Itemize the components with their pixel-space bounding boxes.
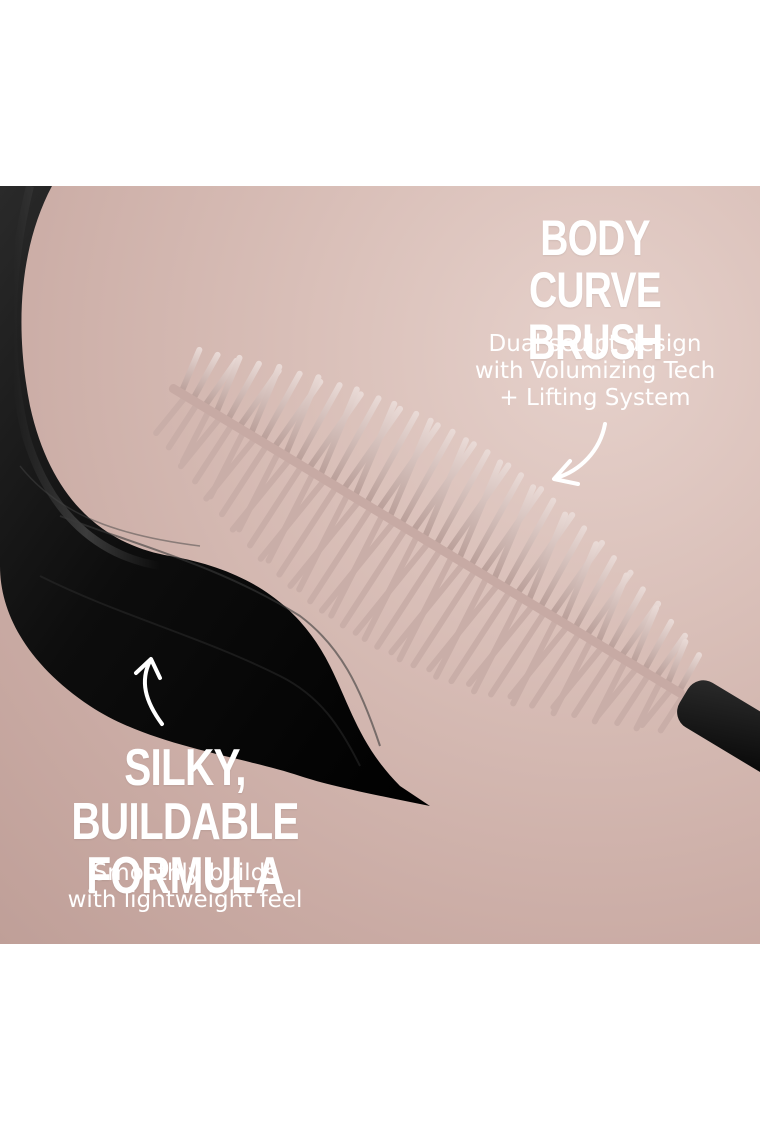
bristle	[503, 497, 557, 588]
formula-desc-line-1: Smoothly builds	[92, 860, 278, 886]
formula-desc-line-2: with lightweight feel	[67, 887, 303, 913]
bristle	[550, 645, 604, 711]
brush-callout-title: BODY CURVE BRUSH	[474, 212, 716, 368]
hair-formula-swoosh	[0, 186, 430, 806]
bristle	[276, 485, 339, 578]
bristle	[352, 400, 398, 498]
bristle	[594, 666, 639, 720]
mascara-brush	[153, 346, 760, 784]
bristle	[448, 589, 512, 685]
bristle	[630, 605, 660, 665]
brush-title-line-2: BRUSH	[527, 314, 664, 370]
bristle	[639, 687, 674, 729]
bristle	[654, 632, 688, 679]
bristle	[595, 572, 630, 644]
bristle	[177, 415, 223, 470]
bristle	[529, 631, 582, 709]
bristle	[507, 624, 570, 700]
bristle	[257, 478, 327, 562]
brush-cap	[677, 680, 760, 784]
bristle	[457, 459, 504, 560]
formula-callout-title: SILKY, BUILDABLE FORMULA	[49, 741, 322, 903]
bristle	[330, 395, 382, 484]
bristle	[295, 382, 343, 463]
bristle	[434, 449, 491, 547]
formula-callout-description: Smoothly builds with lightweight feel	[10, 860, 360, 914]
bristle	[319, 520, 396, 614]
bristle	[466, 603, 535, 687]
brush-bristles-bottom	[153, 395, 686, 734]
bristle	[633, 680, 663, 732]
bristle	[657, 694, 686, 734]
bristle	[573, 555, 617, 630]
formula-title-line-2: FORMULA	[86, 847, 284, 905]
bristle	[364, 410, 420, 505]
bristle	[283, 374, 322, 456]
bristle	[426, 582, 500, 673]
bristle	[399, 428, 456, 526]
brush-desc-line-2: with Volumizing Tech	[474, 358, 716, 384]
bristle	[607, 586, 646, 651]
bristle	[488, 610, 547, 698]
bristle	[614, 673, 651, 727]
bristle	[677, 652, 702, 693]
scene-illustration	[0, 186, 760, 806]
bristle	[307, 506, 373, 605]
bristle	[422, 437, 469, 539]
bristle	[219, 443, 269, 518]
bristle	[229, 457, 292, 533]
bristle	[191, 351, 221, 401]
formula-title-line-1: SILKY, BUILDABLE	[71, 739, 299, 851]
brush-desc-line-1: Dual sculpt design	[488, 331, 702, 357]
bristle	[642, 618, 675, 672]
bristle	[203, 436, 257, 502]
bristle	[165, 402, 200, 451]
bristle	[468, 472, 525, 567]
bristle	[374, 548, 443, 650]
bristle	[665, 638, 689, 685]
bristle	[214, 354, 243, 414]
brush-desc-line-3: + Lifting System	[499, 385, 691, 411]
bristle	[526, 511, 569, 602]
bristle	[352, 541, 431, 636]
bristle	[203, 357, 240, 408]
bristle	[179, 346, 203, 393]
brush-callout-description: Dual sculpt design with Volumizing Tech …	[440, 331, 750, 412]
bristle	[561, 541, 600, 623]
brush-title-line-1: BODY CURVE	[529, 210, 662, 318]
bristle	[192, 423, 234, 485]
bristle	[538, 525, 588, 609]
product-feature-image: BODY CURVE BRUSH Dual sculpt design with…	[0, 186, 760, 944]
bristle	[225, 360, 262, 421]
brush-core	[168, 384, 685, 698]
bristle	[179, 409, 212, 465]
bristle	[260, 370, 303, 442]
bristle	[388, 561, 466, 656]
bristle	[153, 395, 188, 437]
bristle	[387, 417, 434, 519]
bristle	[571, 652, 616, 718]
bristle	[339, 527, 408, 629]
bristle	[248, 363, 283, 435]
bristle	[491, 484, 537, 581]
bristle	[287, 499, 361, 589]
brush-bristles-top	[179, 346, 702, 693]
bristle	[318, 386, 360, 477]
bristle	[410, 569, 477, 669]
bristle	[247, 464, 304, 549]
